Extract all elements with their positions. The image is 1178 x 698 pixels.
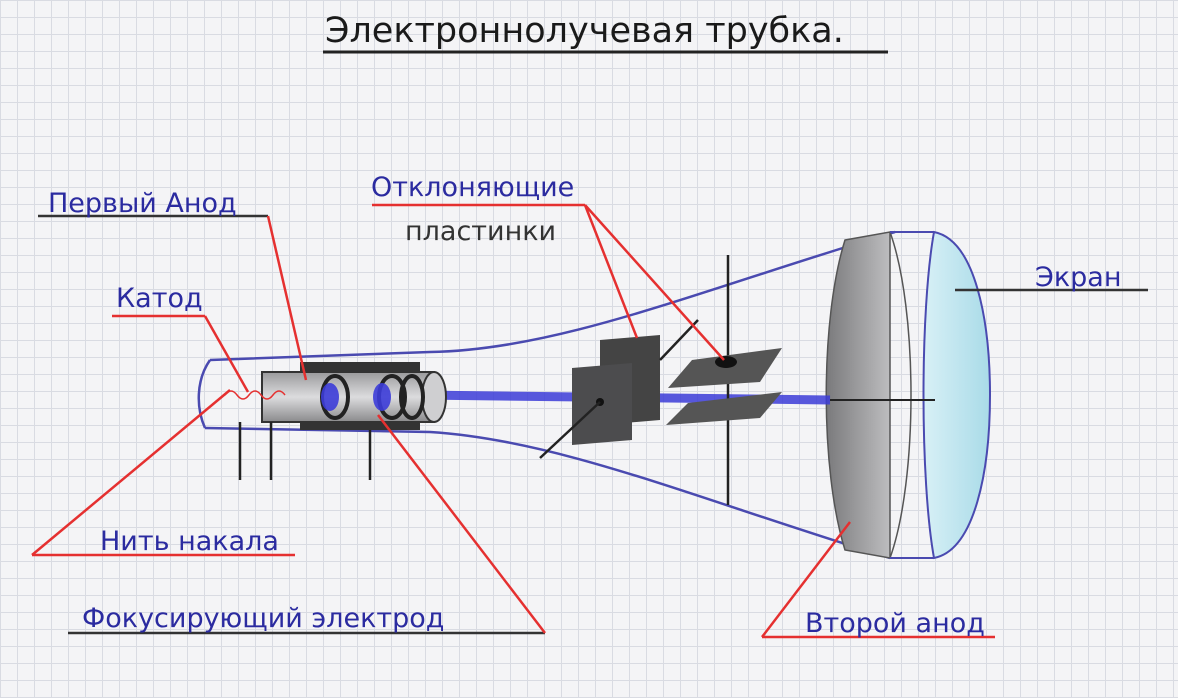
vertical-deflecting-plates bbox=[539, 319, 699, 459]
label-second-anode: Второй анод bbox=[805, 608, 985, 639]
label-cathode: Катод bbox=[116, 283, 203, 314]
label-screen: Экран bbox=[1035, 262, 1122, 293]
page-title: Электроннолучевая трубка. bbox=[325, 11, 844, 51]
label-filament: Нить накала bbox=[100, 526, 279, 557]
label-deflecting-line2: пластинки bbox=[405, 216, 556, 247]
second-anode-rim bbox=[825, 231, 912, 559]
leader-lines bbox=[31, 203, 1148, 639]
screen-edge bbox=[890, 231, 934, 559]
label-focusing-electrode: Фокусирующий электрод bbox=[82, 603, 444, 634]
label-first-anode: Первый Анод bbox=[48, 188, 237, 219]
gun-pins bbox=[238, 422, 372, 480]
label-deflecting-line1: Отклоняющие bbox=[371, 172, 574, 203]
horizontal-deflecting-plates bbox=[666, 255, 782, 505]
electron-gun bbox=[224, 362, 447, 430]
screen bbox=[922, 230, 992, 560]
